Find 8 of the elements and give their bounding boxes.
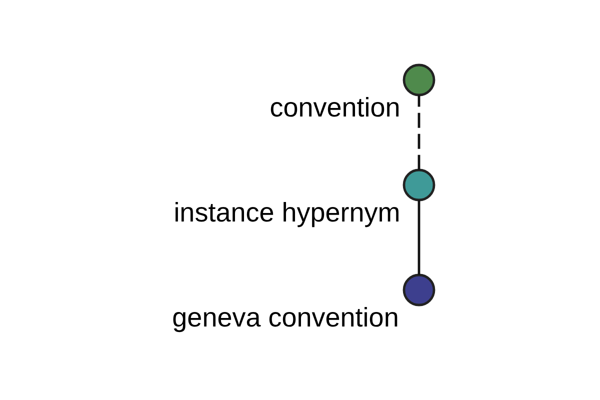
node-label: geneva convention bbox=[172, 302, 398, 333]
node-label: instance hypernym bbox=[173, 198, 400, 228]
node-circle bbox=[402, 64, 435, 96]
connector bbox=[417, 200, 420, 275]
node-label: convention bbox=[269, 92, 400, 123]
node-circle bbox=[402, 274, 435, 306]
node-circle bbox=[402, 168, 435, 202]
connector bbox=[417, 95, 420, 170]
